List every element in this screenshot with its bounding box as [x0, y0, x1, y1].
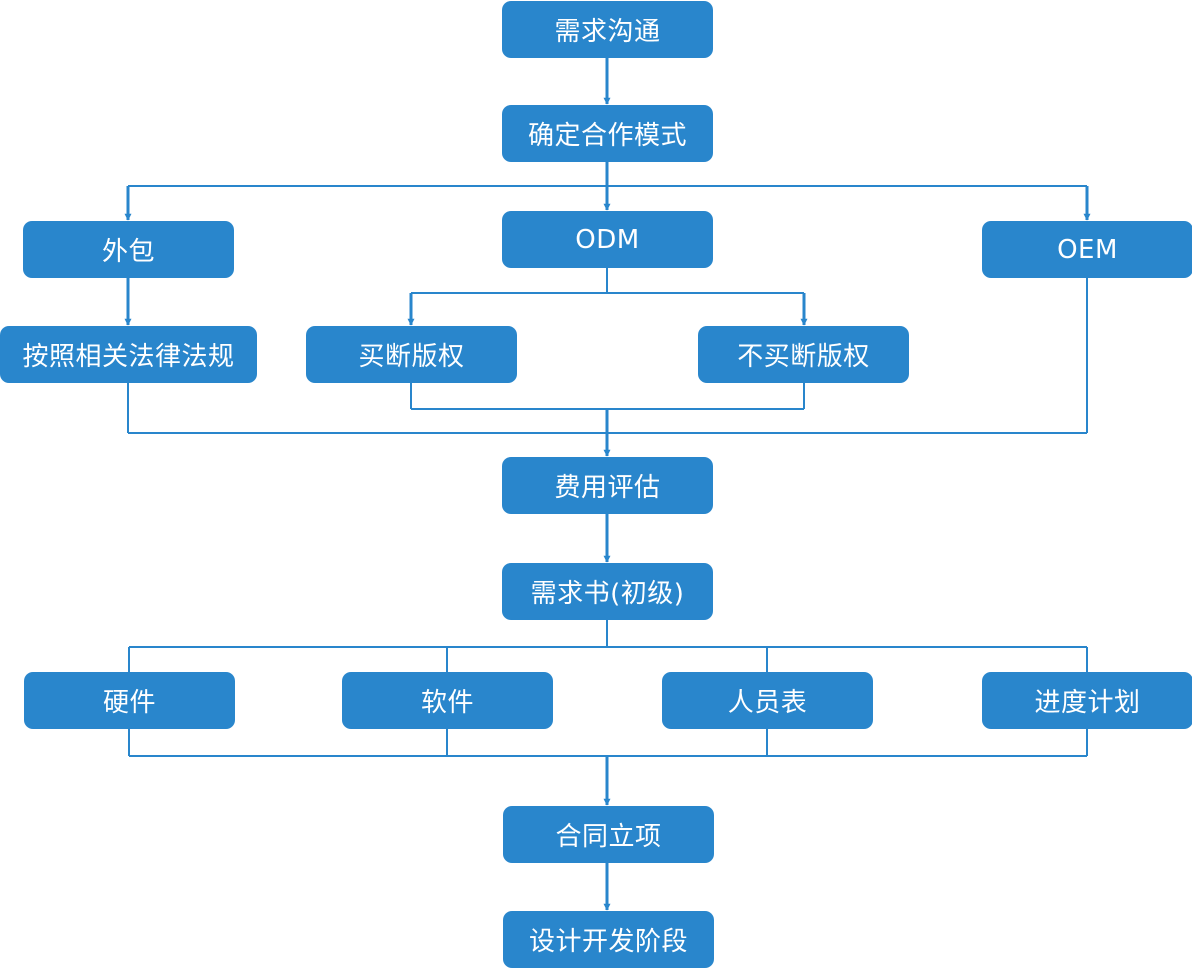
node-oem: OEM [982, 221, 1192, 278]
node-staff-list: 人员表 [662, 672, 873, 729]
node-software: 软件 [342, 672, 553, 729]
node-laws-regulations: 按照相关法律法规 [0, 326, 257, 383]
node-buyout-copyright: 买断版权 [306, 326, 517, 383]
node-hardware: 硬件 [24, 672, 235, 729]
node-odm: ODM [502, 211, 713, 268]
node-requirement-communication: 需求沟通 [502, 1, 713, 58]
node-cooperation-mode: 确定合作模式 [502, 105, 713, 162]
node-requirements-doc: 需求书(初级) [502, 563, 713, 620]
node-schedule: 进度计划 [982, 672, 1192, 729]
node-design-development: 设计开发阶段 [503, 911, 714, 968]
node-contract-project: 合同立项 [503, 806, 714, 863]
node-outsource: 外包 [23, 221, 234, 278]
node-cost-evaluation: 费用评估 [502, 457, 713, 514]
node-no-buyout-copyright: 不买断版权 [698, 326, 909, 383]
